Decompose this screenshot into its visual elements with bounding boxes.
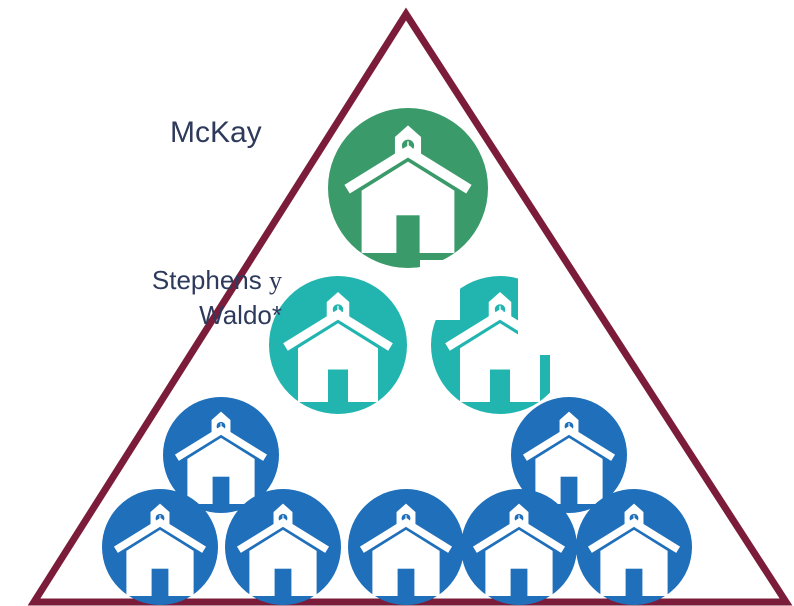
- school-icon-bottom-4: [225, 489, 341, 605]
- school-icon-bottom-6: [461, 489, 577, 605]
- label-middle-conj: y: [269, 266, 282, 295]
- school-icon-bottom-2: [511, 397, 627, 513]
- label-middle-tier: Stephens y Waldo*: [48, 263, 282, 332]
- school-icon-top: [328, 108, 488, 268]
- school-icon-bottom-7: [576, 489, 692, 605]
- school-icon-middle-1: [269, 276, 407, 414]
- label-top-tier: McKay: [170, 116, 262, 149]
- label-middle-line2: Waldo*: [199, 300, 282, 330]
- label-middle-name: Stephens: [151, 265, 262, 295]
- school-icon-bottom-3: [102, 489, 218, 605]
- school-icon-middle-2-partial: [420, 260, 550, 414]
- school-icon-bottom-1: [163, 397, 279, 513]
- school-icon-bottom-5: [348, 489, 464, 605]
